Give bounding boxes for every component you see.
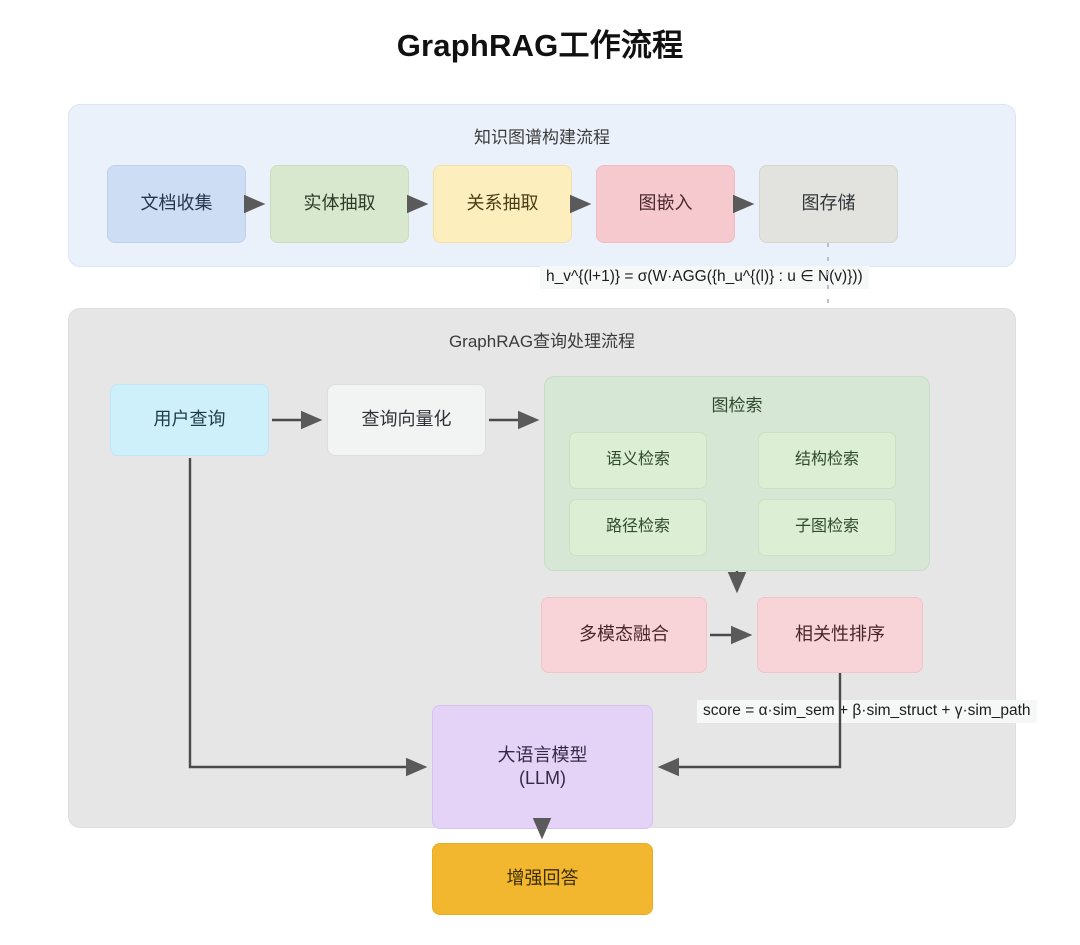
node-label: 子图检索 bbox=[794, 518, 859, 536]
node-label: 实体抽取 bbox=[303, 193, 376, 214]
node-multimodal-fusion[interactable]: 多模态融合 bbox=[541, 597, 707, 673]
node-label: 关系抽取 bbox=[466, 193, 539, 214]
node-label: 图存储 bbox=[801, 193, 856, 214]
node-label: 用户查询 bbox=[153, 409, 226, 430]
score-formula: score = α·sim_sem + β·sim_struct + γ·sim… bbox=[697, 700, 1037, 723]
node-relevance-ranking[interactable]: 相关性排序 bbox=[757, 597, 923, 673]
node-label: 结构检索 bbox=[794, 451, 859, 469]
node-user-query[interactable]: 用户查询 bbox=[110, 384, 269, 456]
node-subgraph-retrieval[interactable]: 子图检索 bbox=[758, 499, 896, 556]
node-relation-extraction[interactable]: 关系抽取 bbox=[433, 165, 572, 243]
node-label: 路径检索 bbox=[605, 518, 670, 536]
node-structural-retrieval[interactable]: 结构检索 bbox=[758, 432, 896, 489]
node-label: 图嵌入 bbox=[638, 193, 693, 214]
node-label-line1: 大语言模型 bbox=[497, 744, 588, 765]
node-graph-storage[interactable]: 图存储 bbox=[759, 165, 898, 243]
node-label: 语义检索 bbox=[605, 451, 670, 469]
graph-retrieval-title: 图检索 bbox=[711, 396, 763, 415]
knowledge-graph-panel-heading: 知识图谱构建流程 bbox=[474, 128, 610, 147]
node-label-line2: (LLM) bbox=[518, 768, 566, 788]
node-label: 多模态融合 bbox=[579, 624, 669, 645]
query-processing-panel-heading: GraphRAG查询处理流程 bbox=[448, 332, 636, 351]
node-document-collection[interactable]: 文档收集 bbox=[107, 165, 246, 243]
page-title: GraphRAG工作流程 bbox=[396, 28, 684, 63]
node-label: 文档收集 bbox=[140, 193, 213, 214]
node-path-retrieval[interactable]: 路径检索 bbox=[569, 499, 707, 556]
gnn-aggregation-formula: h_v^{(l+1)} = σ(W·AGG({h_u^{(l)} : u ∈ N… bbox=[540, 266, 869, 289]
node-semantic-retrieval[interactable]: 语义检索 bbox=[569, 432, 707, 489]
node-label: 查询向量化 bbox=[361, 409, 452, 430]
node-label: 增强回答 bbox=[506, 868, 579, 889]
node-query-vectorization[interactable]: 查询向量化 bbox=[327, 384, 486, 456]
node-graph-embedding[interactable]: 图嵌入 bbox=[596, 165, 735, 243]
node-label: 相关性排序 bbox=[795, 624, 885, 645]
node-entity-extraction[interactable]: 实体抽取 bbox=[270, 165, 409, 243]
node-enhanced-answer[interactable]: 增强回答 bbox=[432, 843, 653, 915]
node-large-language-model[interactable]: 大语言模型 (LLM) bbox=[432, 705, 653, 829]
